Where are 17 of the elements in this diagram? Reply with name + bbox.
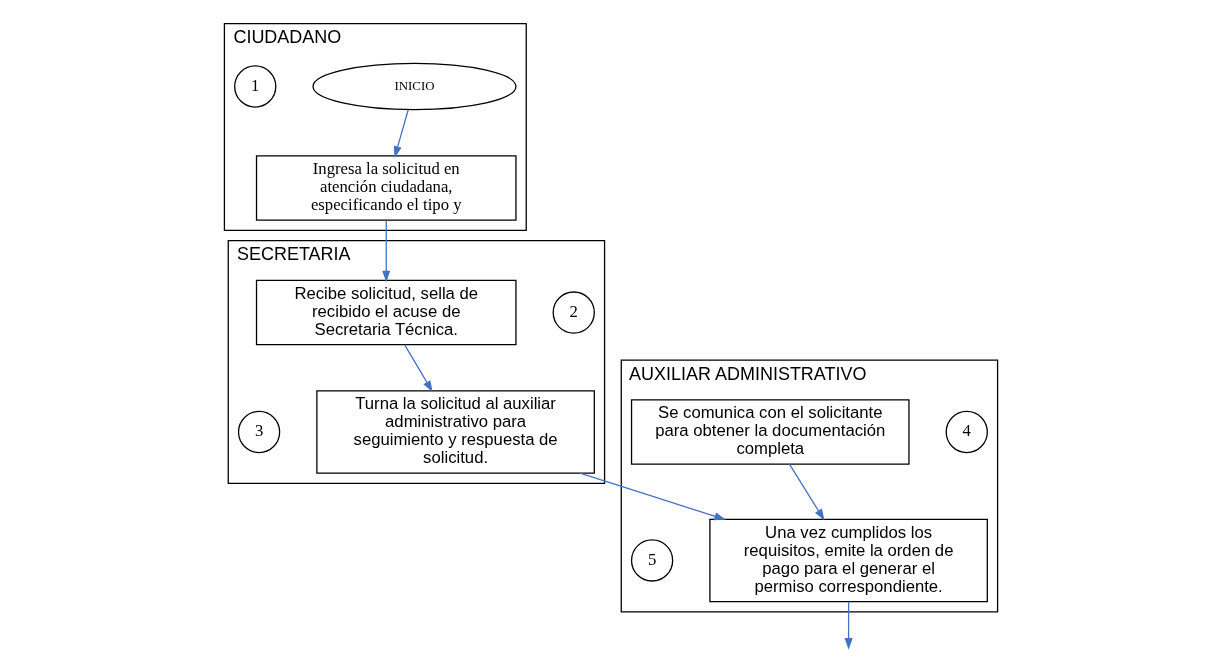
node-box: Recibe solicitud, sella de recibido el acuse de Secretaria Técnica.	[255, 279, 517, 346]
node-box: Una vez cumplidos los requisitos, emite la orden de pago para el generar el permiso correspondiente.	[709, 518, 988, 603]
node-circle: 1	[234, 65, 277, 108]
node-circle: 4	[945, 410, 988, 454]
arrow	[579, 472, 726, 521]
arrow	[789, 463, 825, 521]
arrow	[844, 601, 853, 650]
node-circle: 3	[237, 410, 281, 454]
arrow	[382, 220, 391, 283]
node-circle: 2	[552, 291, 595, 334]
arrow	[393, 109, 409, 158]
node-ellipse: INICIO	[312, 62, 517, 111]
node-circle: 5	[630, 539, 674, 582]
node-box: Turna la solicitud al auxiliar administrativo para seguimiento y respuesta de solicitud.	[316, 390, 595, 474]
node-box: Ingresa la solicitud en atención ciudadana, especificando el tipo y	[255, 155, 517, 221]
arrow	[404, 344, 433, 393]
node-box: Se comunica con el solicitante para obtener la documentación completa	[630, 399, 910, 465]
